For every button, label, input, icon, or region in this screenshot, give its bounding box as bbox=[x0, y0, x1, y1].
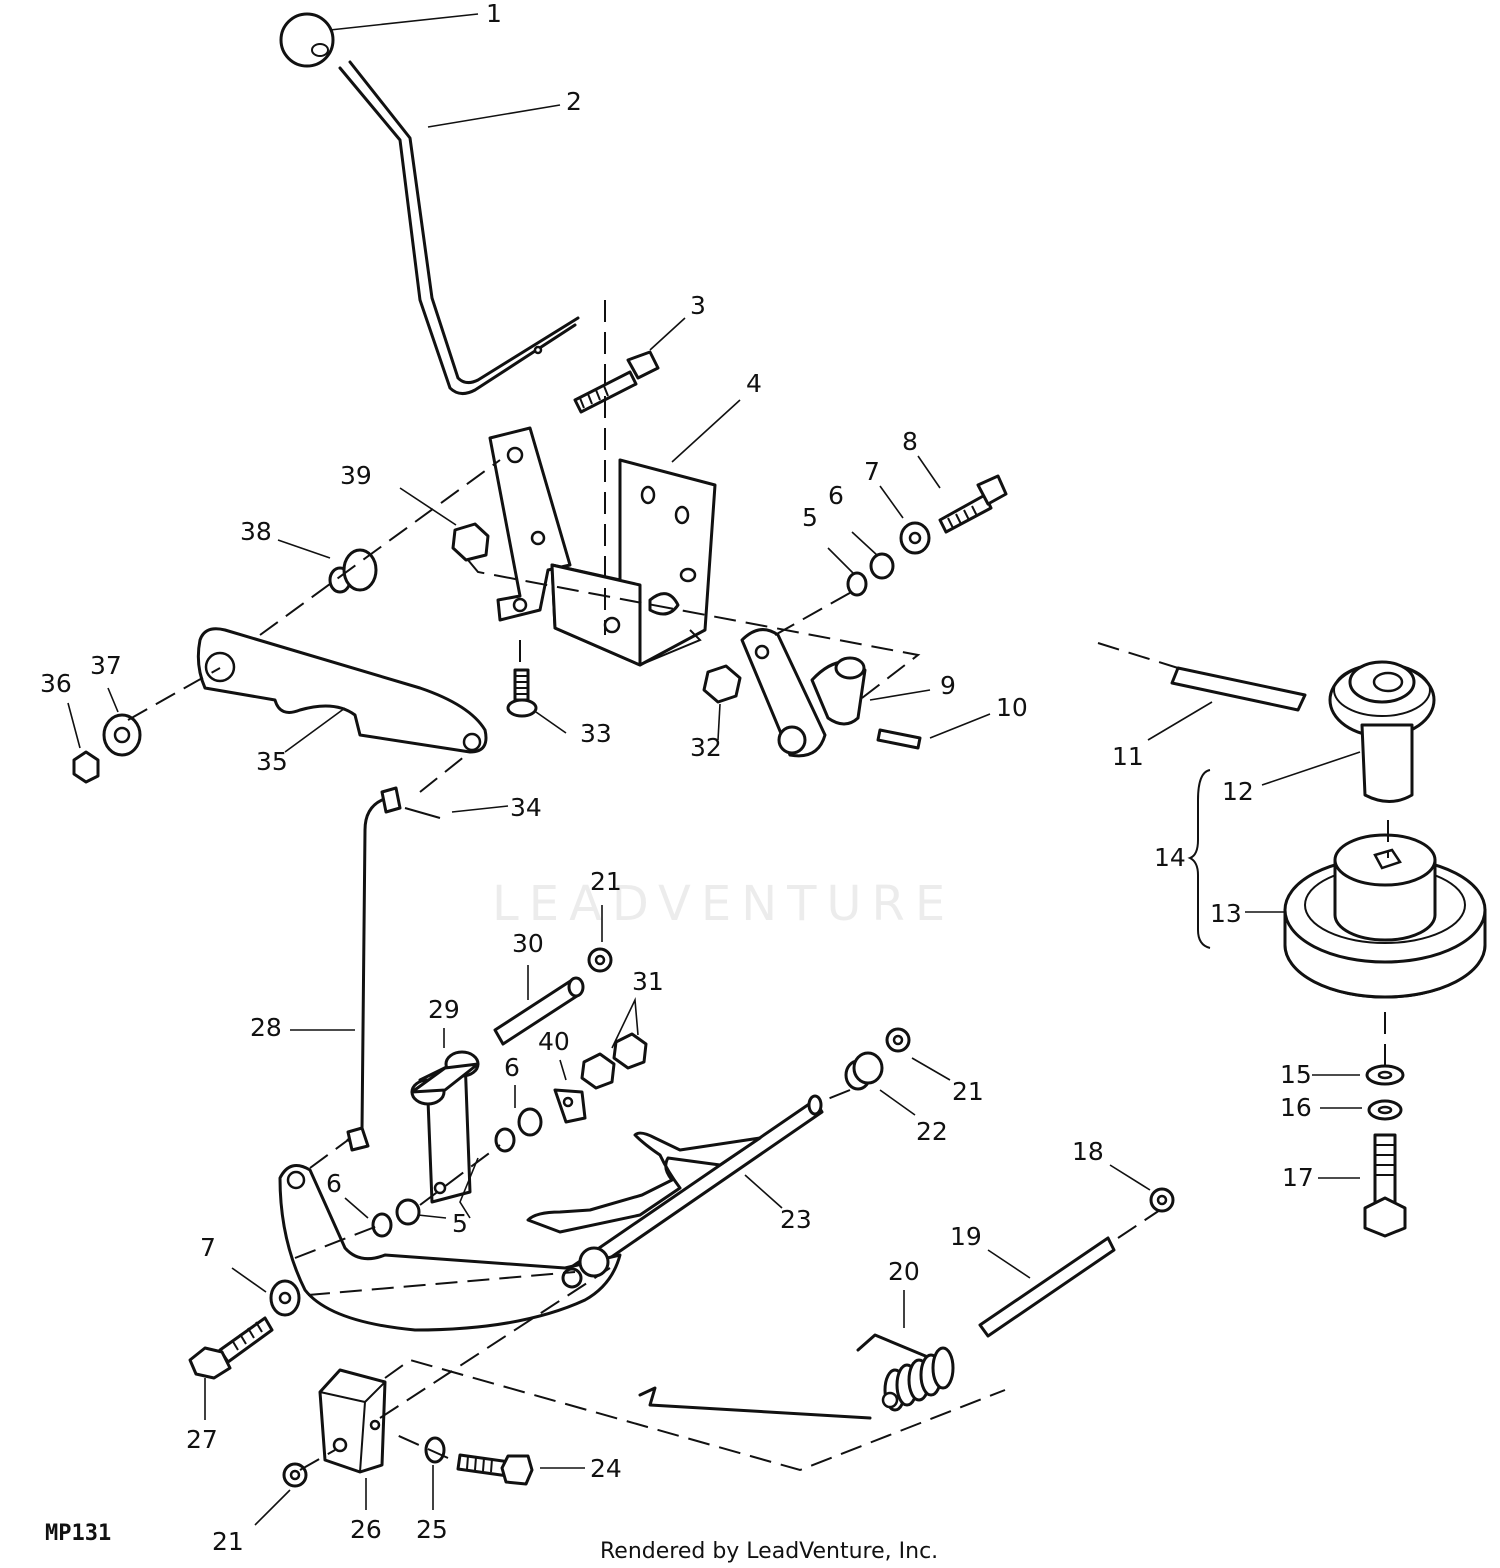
callout-1: 1 bbox=[486, 0, 502, 28]
part-block-26 bbox=[318, 1368, 387, 1474]
callout-38: 38 bbox=[240, 517, 272, 546]
callout-21-top: 21 bbox=[590, 867, 622, 896]
part-screw-33 bbox=[506, 668, 538, 718]
part-bolt-3 bbox=[573, 350, 660, 414]
callout-16: 16 bbox=[1280, 1093, 1312, 1122]
callout-6-mid: 6 bbox=[504, 1053, 520, 1082]
bracket-14 bbox=[1187, 769, 1211, 949]
part-key-11 bbox=[1170, 666, 1307, 712]
callout-23: 23 bbox=[780, 1205, 812, 1234]
callout-6-lower: 6 bbox=[326, 1169, 342, 1198]
watermark: LEADVENTURE bbox=[492, 876, 955, 932]
callout-5-lower: 5 bbox=[452, 1209, 468, 1238]
callout-12: 12 bbox=[1222, 777, 1254, 806]
callout-33: 33 bbox=[580, 719, 612, 748]
part-clip-21b bbox=[885, 1027, 911, 1053]
alignment-lines bbox=[127, 300, 1389, 1472]
part-clip-18 bbox=[1149, 1187, 1175, 1213]
part-washer-7b bbox=[269, 1279, 301, 1317]
part-pulley-13 bbox=[1283, 833, 1487, 999]
part-bushing-22 bbox=[844, 1051, 884, 1091]
part-bolt-17 bbox=[1363, 1133, 1407, 1238]
part-pin-34 bbox=[404, 807, 441, 819]
part-lower-plate bbox=[278, 1164, 622, 1332]
callout-21-bottom: 21 bbox=[212, 1527, 244, 1556]
callout-2: 2 bbox=[566, 87, 582, 116]
callout-26: 26 bbox=[350, 1515, 382, 1544]
callout-24: 24 bbox=[590, 1454, 622, 1483]
callout-11: 11 bbox=[1112, 742, 1144, 771]
part-bracket bbox=[488, 426, 717, 667]
callout-22: 22 bbox=[916, 1117, 948, 1146]
part-arm-23 bbox=[526, 1094, 824, 1282]
part-nuts-31 bbox=[580, 1032, 648, 1090]
diagram-code: MP131 bbox=[45, 1521, 111, 1546]
part-bolt-27 bbox=[188, 1316, 274, 1380]
callout-20: 20 bbox=[888, 1257, 920, 1286]
part-arm-29 bbox=[410, 1050, 480, 1204]
callout-32: 32 bbox=[690, 733, 722, 762]
callout-3: 3 bbox=[690, 291, 706, 320]
part-plate-35 bbox=[196, 627, 488, 754]
part-washer-15 bbox=[1365, 1064, 1405, 1086]
callout-35: 35 bbox=[256, 747, 288, 776]
callout-labels: 1 2 3 4 5 6 7 8 9 10 11 12 13 14 15 16 1… bbox=[40, 0, 1314, 1556]
part-lever-rod bbox=[338, 60, 580, 395]
part-tab-40 bbox=[553, 1088, 587, 1124]
part-washer-16 bbox=[1367, 1099, 1403, 1121]
part-bushings-upper bbox=[846, 474, 1008, 597]
part-shift-arm bbox=[740, 628, 867, 758]
part-nut-36 bbox=[72, 750, 100, 784]
credit-text: Rendered by LeadVenture, Inc. bbox=[600, 1539, 938, 1564]
part-nut-32 bbox=[702, 664, 742, 704]
callout-17: 17 bbox=[1282, 1163, 1314, 1192]
part-bolt-24 bbox=[456, 1453, 534, 1486]
callout-5: 5 bbox=[802, 503, 818, 532]
part-pin-30 bbox=[493, 976, 585, 1046]
callout-27: 27 bbox=[186, 1425, 218, 1454]
part-rod-28 bbox=[346, 786, 402, 1152]
callout-19: 19 bbox=[950, 1222, 982, 1251]
callout-36: 36 bbox=[40, 669, 72, 698]
callout-8: 8 bbox=[902, 427, 918, 456]
callout-25: 25 bbox=[416, 1515, 448, 1544]
callout-10: 10 bbox=[996, 693, 1028, 722]
callout-39: 39 bbox=[340, 461, 372, 490]
part-pulley-12 bbox=[1328, 660, 1436, 803]
part-clip-21c bbox=[282, 1462, 308, 1488]
callout-4: 4 bbox=[746, 369, 762, 398]
callout-31: 31 bbox=[632, 967, 664, 996]
callout-7-lower: 7 bbox=[200, 1233, 216, 1262]
callout-7: 7 bbox=[864, 457, 880, 486]
callout-30: 30 bbox=[512, 929, 544, 958]
part-spring-20 bbox=[638, 1333, 955, 1420]
part-knob bbox=[279, 12, 335, 68]
part-bushings-lower bbox=[371, 1107, 543, 1238]
callout-21-right: 21 bbox=[952, 1077, 984, 1106]
callout-6: 6 bbox=[828, 481, 844, 510]
callout-14: 14 bbox=[1154, 843, 1186, 872]
part-nut-39 bbox=[451, 522, 490, 562]
part-clip-21a bbox=[587, 947, 613, 973]
part-rod-19 bbox=[978, 1236, 1116, 1338]
callout-15: 15 bbox=[1280, 1060, 1312, 1089]
part-washer-25 bbox=[424, 1436, 446, 1464]
part-pin-10 bbox=[876, 728, 922, 750]
callout-9: 9 bbox=[940, 671, 956, 700]
callout-37: 37 bbox=[90, 651, 122, 680]
callout-28: 28 bbox=[250, 1013, 282, 1042]
callout-29: 29 bbox=[428, 995, 460, 1024]
leader-lines bbox=[67, 13, 1362, 1526]
callout-40: 40 bbox=[538, 1027, 570, 1056]
callout-13: 13 bbox=[1210, 899, 1242, 928]
callout-34: 34 bbox=[510, 793, 542, 822]
part-washer-37 bbox=[102, 713, 142, 757]
callout-18: 18 bbox=[1072, 1137, 1104, 1166]
